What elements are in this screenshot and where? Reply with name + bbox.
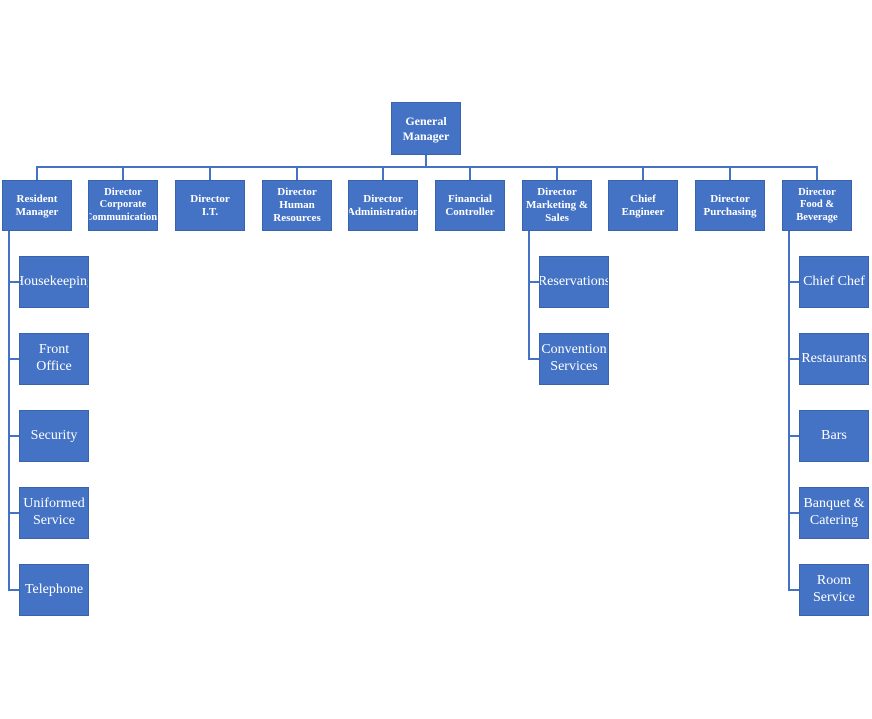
director-corporate-communications-box: Director Corporate Communications	[88, 180, 158, 231]
reservations-box: Reservations	[539, 256, 609, 308]
director-food-beverage-label: Director Food & Beverage	[796, 186, 838, 223]
connector-tick-bars	[788, 435, 799, 437]
connector-drop-food-beverage	[816, 166, 818, 180]
front-office-label: Front Office	[36, 342, 72, 374]
chief-engineer-label: Chief Engineer	[621, 192, 665, 218]
connector-tick-reservations	[528, 281, 539, 283]
director-it-box: Director I.T.	[175, 180, 245, 231]
director-marketing-sales-box: Director Marketing & Sales	[522, 180, 592, 231]
convention-services-label: Convention Services	[541, 342, 607, 374]
connector-drop-purchasing	[729, 166, 731, 180]
uniformed-service-box: Uniformed Service	[19, 487, 89, 539]
chief-chef-label: Chief Chef	[803, 273, 865, 289]
connector-drop-it	[209, 166, 211, 180]
restaurants-box: Restaurants	[799, 333, 869, 385]
housekeeping-label: Housekeeping	[20, 273, 88, 289]
general-manager-label: General Manager	[402, 114, 450, 143]
connector-drop-administration	[382, 166, 384, 180]
director-human-resources-box: Director Human Resources	[262, 180, 332, 231]
director-human-resources-label: Director Human Resources	[273, 186, 321, 224]
connector-tick-front-office	[8, 358, 19, 360]
front-office-box: Front Office	[19, 333, 89, 385]
connector-gm-down	[425, 155, 427, 167]
connector-drop-chief-engineer	[642, 166, 644, 180]
telephone-box: Telephone	[19, 564, 89, 616]
bars-label: Bars	[821, 427, 847, 443]
chief-engineer-box: Chief Engineer	[608, 180, 678, 231]
financial-controller-box: Financial Controller	[435, 180, 505, 231]
director-marketing-sales-label: Director Marketing & Sales	[525, 186, 588, 224]
connector-drop-human-resources	[296, 166, 298, 180]
connector-spine-resident-manager	[8, 231, 10, 590]
connector-director-bus	[36, 166, 818, 168]
restaurants-label: Restaurants	[801, 350, 867, 366]
security-box: Security	[19, 410, 89, 462]
room-service-label: Room Service	[813, 573, 855, 605]
director-corporate-communications-label: Director Corporate Communications	[88, 186, 158, 223]
uniformed-service-label: Uniformed Service	[23, 496, 85, 528]
bars-box: Bars	[799, 410, 869, 462]
banquet-catering-box: Banquet & Catering	[799, 487, 869, 539]
connector-tick-chief-chef	[788, 281, 799, 283]
general-manager-box: General Manager	[391, 102, 461, 155]
reservations-label: Reservations	[539, 273, 609, 289]
banquet-catering-label: Banquet & Catering	[803, 496, 865, 528]
connector-tick-telephone	[8, 589, 19, 591]
connector-tick-room-service	[788, 589, 799, 591]
director-administration-box: Director Administration	[348, 180, 418, 231]
connector-drop-corporate-communications	[122, 166, 124, 180]
director-purchasing-label: Director Purchasing	[703, 192, 757, 218]
housekeeping-box: Housekeeping	[19, 256, 89, 308]
resident-manager-box: Resident Manager	[2, 180, 72, 231]
security-label: Security	[30, 427, 78, 443]
convention-services-box: Convention Services	[539, 333, 609, 385]
connector-drop-resident-manager	[36, 166, 38, 180]
room-service-box: Room Service	[799, 564, 869, 616]
director-it-label: Director I.T.	[190, 192, 230, 218]
director-food-beverage-box: Director Food & Beverage	[782, 180, 852, 231]
connector-tick-convention-services	[528, 358, 539, 360]
resident-manager-label: Resident Manager	[15, 192, 59, 218]
director-administration-label: Director Administration	[348, 192, 418, 218]
telephone-label: Telephone	[24, 581, 84, 597]
connector-spine-food-beverage	[788, 231, 790, 590]
connector-tick-restaurants	[788, 358, 799, 360]
chief-chef-box: Chief Chef	[799, 256, 869, 308]
director-purchasing-box: Director Purchasing	[695, 180, 765, 231]
connector-tick-banquet-catering	[788, 512, 799, 514]
connector-drop-financial-controller	[469, 166, 471, 180]
financial-controller-label: Financial Controller	[445, 192, 495, 218]
connector-tick-uniformed-service	[8, 512, 19, 514]
connector-tick-security	[8, 435, 19, 437]
connector-tick-housekeeping	[8, 281, 19, 283]
connector-drop-marketing-sales	[556, 166, 558, 180]
connector-spine-marketing	[528, 231, 530, 360]
